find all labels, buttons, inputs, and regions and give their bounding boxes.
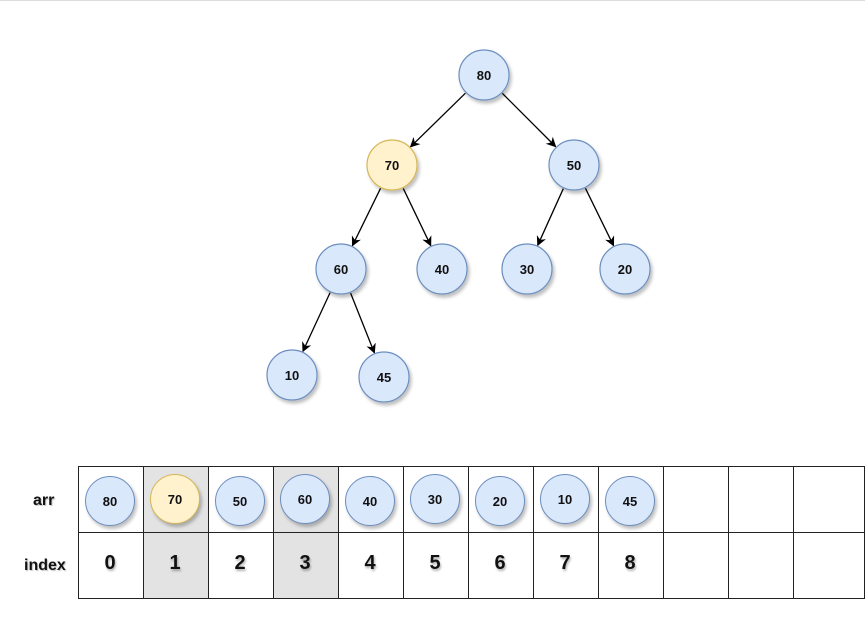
index-value: 5 [429,552,441,574]
tree-edges [302,92,615,354]
top-divider [0,0,865,1]
index-value: 1 [169,552,181,574]
arr-value-node: 20 [475,476,525,526]
index-value: 4 [364,552,376,574]
tree-edge-n1-n3 [351,188,382,247]
index-row-label: index [24,557,66,574]
index-cell [663,532,729,599]
tree-node-circle [315,243,367,295]
arr-value-node: 45 [605,476,655,526]
index-value: 6 [494,552,506,574]
tree-node-value: 50 [567,158,581,173]
tree-node: 10 [266,349,318,401]
arr-value-node: 30 [410,474,460,524]
arr-cell [728,466,794,533]
tree-node-circle [366,139,418,191]
arr-row-label: arr [33,492,55,509]
tree-node-circle [548,139,600,191]
index-cell [793,532,865,599]
tree-node-value: 10 [285,368,299,383]
index-value: 7 [559,552,571,574]
tree-node-circle [358,351,410,403]
tree-node: 30 [501,243,553,295]
tree-node-circle [501,243,553,295]
index-cell [728,532,794,599]
heap-tree-diagram: 80 70 50 60 40 30 20 10 45 [266,49,651,403]
tree-node: 80 [458,49,510,101]
arr-value-node: 80 [85,476,135,526]
tree-node-circle [599,243,651,295]
tree-edge-n0-n2 [501,92,557,148]
arr-value-node: 60 [280,474,330,524]
index-value: 3 [299,552,311,574]
tree-edge-n0-n1 [409,92,466,148]
arr-value-node: 40 [345,476,395,526]
tree-node-value: 80 [477,68,491,83]
tree-edge-n3-n7 [302,292,331,353]
tree-node: 60 [315,243,367,295]
arr-cell [793,466,865,533]
tree-edge-n3-n8 [350,292,376,354]
index-value: 2 [234,552,246,574]
tree-node-value: 20 [618,262,632,277]
tree-edge-n2-n6 [584,188,615,247]
tree-node: 50 [548,139,600,191]
tree-node-value: 40 [435,262,449,277]
tree-node-circle [458,49,510,101]
index-value: 0 [104,552,116,574]
arr-value-node: 50 [215,476,265,526]
arr-value-node: 70 [150,474,200,524]
tree-node: 45 [358,351,410,403]
arr-value-node: 10 [540,474,590,524]
index-cell [143,532,209,599]
tree-nodes: 80 70 50 60 40 30 20 10 45 [266,49,651,403]
tree-node-value: 70 [385,158,399,173]
tree-node-circle [416,243,468,295]
tree-node-value: 60 [334,262,348,277]
tree-edge-n1-n4 [402,188,432,247]
tree-node: 70 [366,139,418,191]
tree-edge-n2-n5 [536,188,564,247]
tree-node-circle [266,349,318,401]
tree-node: 40 [416,243,468,295]
index-value: 8 [624,552,636,574]
tree-node-value: 30 [520,262,534,277]
tree-node-value: 45 [377,370,391,385]
tree-node: 20 [599,243,651,295]
arr-cell [663,466,729,533]
